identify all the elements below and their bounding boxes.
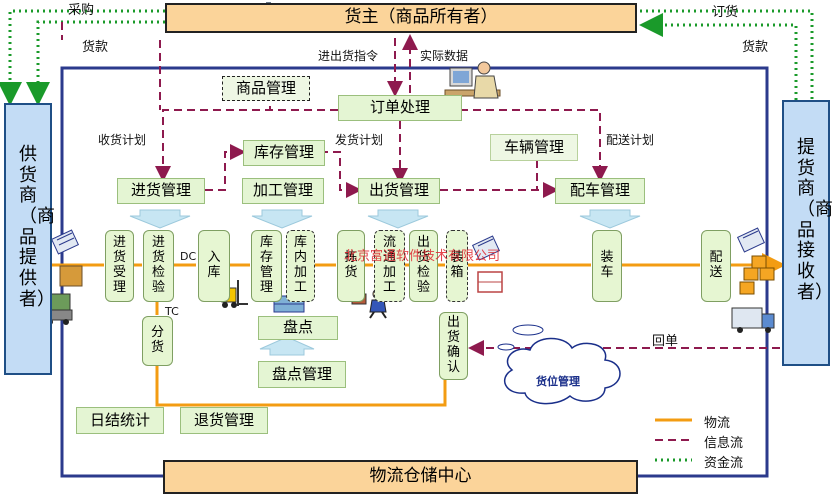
proc-inbound-check-text: 进货检验 [152,235,166,295]
proc-stock-mgmt: 库存管理 [251,230,282,302]
proc-circ: 流通加工 [374,230,405,302]
label-dc: DC [180,250,197,263]
return-mgmt-text: 退货管理 [193,410,254,429]
down-arrows [129,209,641,356]
label-receive-plan: 收货计划 [98,133,147,147]
capital-flow-lines [0,9,814,106]
proc-loading: 装车 [592,230,622,302]
proc-receiving-text: 进货受理 [113,235,127,295]
watermark: 北京富通软件技术有限公司 [344,249,501,264]
cloud-icon [503,337,621,405]
owner-title-text: 货主（商品所有者） [344,7,498,28]
processing-mgmt-text: 加工管理 [252,181,313,200]
proc-distribute-text: 分货 [151,325,165,355]
label-receipt: 回单 [652,334,679,349]
legend-capital: 资金流 [704,456,744,471]
processing-mgmt: 加工管理 [242,178,324,204]
receiver-box: 提货商（商品接收者） [782,100,833,366]
order-proc-text: 订单处理 [369,98,430,117]
label-payment-left: 货款 [82,40,109,55]
proc-inbound-check: 进货检验 [143,230,174,302]
inventory-mgmt-module: 库存管理 [243,140,325,166]
legend-lines [655,418,692,462]
receiver-text: 提货商（商品接收者） [797,137,833,303]
supplier-box: 供货商（商品提供者） [4,103,55,375]
proc-in-store-text: 库内加工 [294,235,308,295]
proc-loading-text: 装车 [600,250,614,280]
goods-mgmt-text: 商品管理 [235,78,296,97]
return-mgmt: 退货管理 [180,407,268,434]
legend-material: 物流 [704,416,731,431]
material-flow-lines [48,253,786,407]
proc-out-confirm: 出货确认 [439,312,468,380]
stock-count-mgmt: 盘点管理 [258,361,346,388]
cloud-puff-tiny [497,343,515,351]
vehicle-mgmt: 车辆管理 [490,134,578,161]
computer-user-icon [444,61,501,99]
dispatch-mgmt-text: 配车管理 [569,181,630,200]
legend-info: 信息流 [704,436,744,451]
outbound-mgmt: 出货管理 [358,178,440,204]
inbound-mgmt-text: 进货管理 [130,181,191,200]
proc-out-check-text: 出货检验 [417,235,431,295]
proc-stock-mgmt-text: 库存管理 [260,235,274,295]
boxes-icon-left [59,265,83,287]
proc-circ-text: 流通加工 [383,235,397,295]
proc-distribute: 分货 [142,316,173,366]
proc-packing: 装箱 [446,230,468,302]
goods-mgmt: 商品管理 [222,76,310,101]
proc-delivery: 配送 [701,230,731,302]
proc-packing-text: 装箱 [450,250,464,280]
inbound-mgmt: 进货管理 [117,178,205,204]
proc-picking-text: 拣货 [344,250,358,280]
location-mgmt-text: 货位管理 [536,375,580,388]
center-title: 物流仓储中心 [163,460,638,494]
label-actual-data: 实际数据 [420,49,469,63]
label-order-goods: 订货 [712,5,739,20]
stock-count-text: 盘点 [282,318,313,337]
center-title-text: 物流仓储中心 [369,466,472,487]
inventory-mgmt-module-text: 库存管理 [253,143,314,162]
label-delivery-plan: 配送计划 [606,133,655,147]
label-io-instruction: 进出货指令 [318,49,379,63]
order-proc: 订单处理 [338,95,462,121]
stock-count: 盘点 [258,316,338,340]
vehicle-mgmt-text: 车辆管理 [503,137,564,156]
label-purchase: 采购 [68,3,95,18]
label-tc: TC [165,305,179,318]
daily-stats: 日结统计 [76,407,164,434]
proc-out-check: 出货检验 [409,230,438,302]
stock-count-mgmt-text: 盘点管理 [271,364,332,383]
dispatch-mgmt: 配车管理 [555,178,645,204]
proc-receiving: 进货受理 [105,230,134,302]
label-payment-right: 货款 [742,40,769,55]
document-icon-mid [471,235,501,261]
supplier-text: 供货商（商品提供者） [19,144,55,310]
owner-title: 货主（商品所有者） [165,3,637,33]
proc-delivery-text: 配送 [709,250,723,280]
cloud-puff-small [512,324,544,336]
label-ship-plan: 发货计划 [335,133,384,147]
document-icon-left [50,229,80,255]
outbound-mgmt-text: 出货管理 [368,181,429,200]
proc-put-in: 入库 [198,230,230,302]
shelf-icon [477,271,503,293]
document-icon-right [736,227,766,253]
proc-out-confirm-text: 出货确认 [447,315,461,375]
proc-in-store: 库内加工 [286,230,315,302]
delivery-truck-icon [731,307,775,333]
daily-stats-text: 日结统计 [89,410,150,429]
receiver-boxes-icon [739,255,775,295]
proc-picking: 拣货 [337,230,365,302]
proc-put-in-text: 入库 [207,250,221,280]
